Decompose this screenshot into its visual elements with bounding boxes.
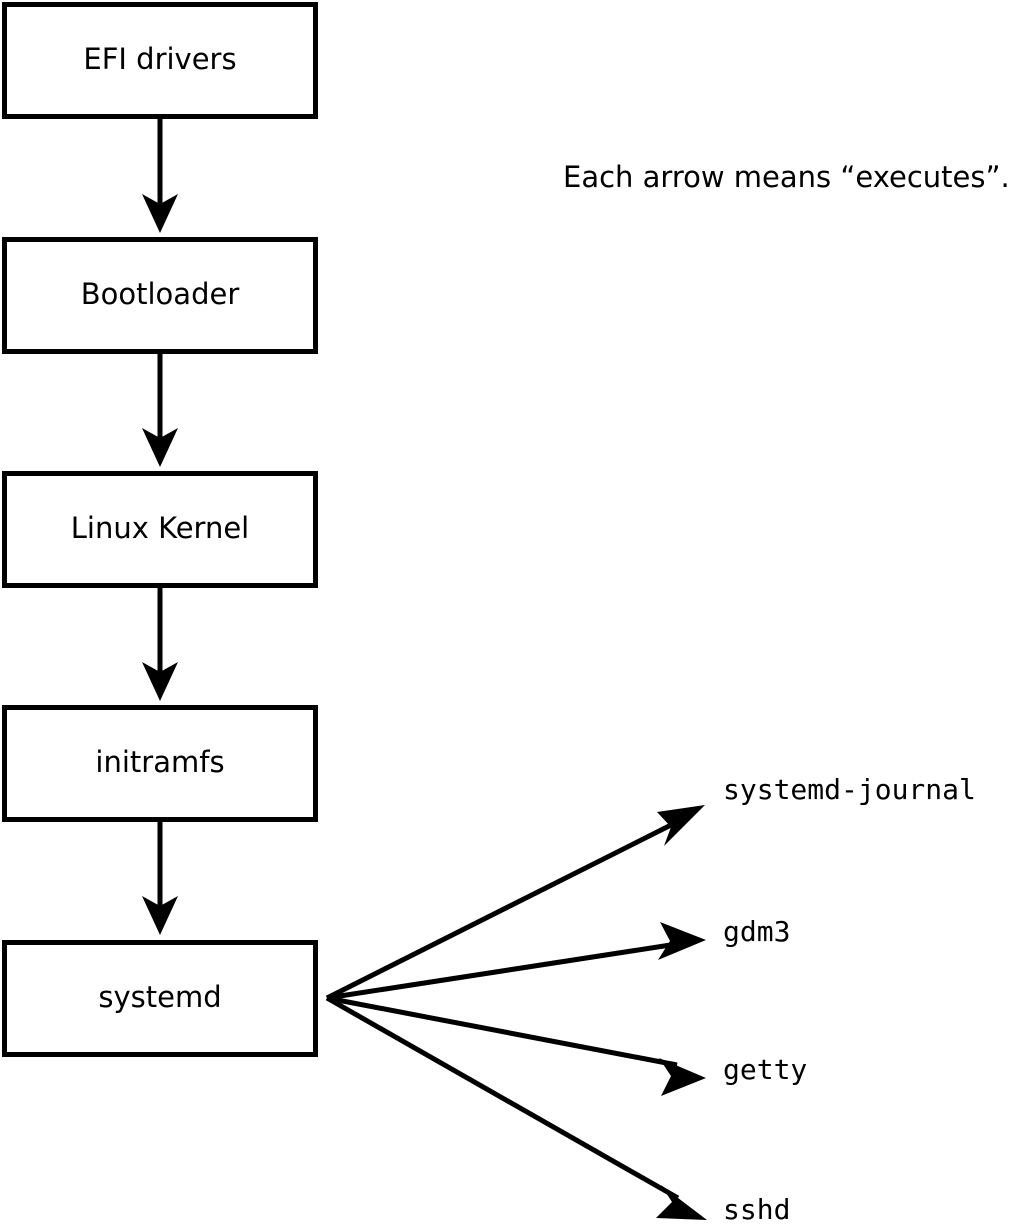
box-outline-efi-drivers xyxy=(2,2,318,119)
box-outline-bootloader xyxy=(2,237,318,354)
service-arrow-gdm3 xyxy=(326,922,706,1001)
box-label-efi-drivers: EFI drivers xyxy=(83,42,236,76)
box-outline-systemd xyxy=(2,940,318,1057)
arrow-shaft xyxy=(326,941,678,1001)
arrow-shaft xyxy=(325,995,680,1201)
service-label-getty: getty xyxy=(723,1053,807,1086)
arrow-head xyxy=(142,662,178,701)
arrow-head xyxy=(142,428,178,467)
service-label-sshd: sshd xyxy=(723,1193,790,1226)
box-outline-linux-kernel xyxy=(2,471,318,588)
stage-box-systemd[interactable]: systemd xyxy=(2,940,318,1057)
service-label-systemd-journal: systemd-journal xyxy=(723,773,976,806)
arrow-head xyxy=(659,1058,706,1096)
flow-arrow-bootloader-to-kernel xyxy=(142,354,178,467)
legend-note: Each arrow means “executes”. xyxy=(563,160,1010,194)
arrow-head xyxy=(142,194,178,233)
arrow-head xyxy=(657,805,705,846)
flow-arrow-initramfs-to-systemd xyxy=(142,822,178,935)
service-arrow-sshd xyxy=(325,995,707,1220)
arrow-head xyxy=(142,896,178,935)
box-label-initramfs: initramfs xyxy=(95,745,224,779)
stage-box-bootloader[interactable]: Bootloader xyxy=(2,237,318,354)
service-arrow-getty xyxy=(326,995,706,1096)
box-outline-initramfs xyxy=(2,705,318,822)
flow-arrow-kernel-to-initramfs xyxy=(142,588,178,701)
box-label-bootloader: Bootloader xyxy=(81,277,240,311)
arrow-head xyxy=(656,1185,707,1220)
box-label-systemd: systemd xyxy=(98,980,221,1014)
stage-box-efi-drivers[interactable]: EFI drivers xyxy=(2,2,318,119)
box-label-linux-kernel: Linux Kernel xyxy=(71,511,249,545)
arrow-shaft xyxy=(326,995,678,1068)
service-arrow-systemd-journal xyxy=(325,805,705,1001)
stage-box-linux-kernel[interactable]: Linux Kernel xyxy=(2,471,318,588)
arrow-shaft xyxy=(325,820,677,1001)
stage-box-initramfs[interactable]: initramfs xyxy=(2,705,318,822)
arrow-head xyxy=(658,922,706,960)
service-label-gdm3: gdm3 xyxy=(723,915,790,948)
flow-arrow-efi-to-bootloader xyxy=(142,119,178,233)
